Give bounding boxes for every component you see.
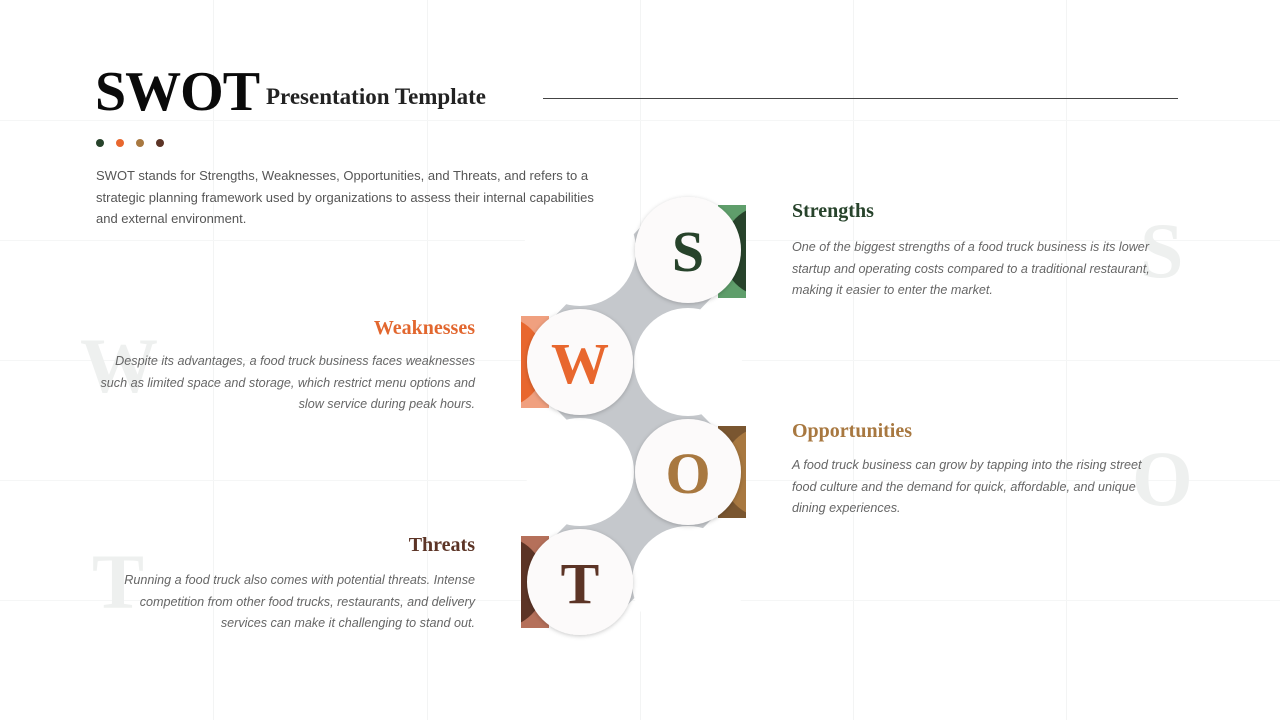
- grid-line: [0, 120, 1280, 121]
- color-dot-brown: [156, 139, 164, 147]
- opportunities-title: Opportunities: [792, 420, 913, 442]
- connector-cutout: [526, 418, 634, 526]
- opportunities-circle: [635, 419, 741, 525]
- connector-cutout: [632, 526, 744, 638]
- connector-cutout: [524, 194, 636, 306]
- intro-paragraph: SWOT stands for Strengths, Weaknesses, O…: [96, 168, 594, 226]
- threats-letter: T: [561, 551, 600, 616]
- opportunities-letter: O: [665, 441, 710, 506]
- watermark-t: T: [92, 538, 145, 625]
- header-divider: [543, 98, 1178, 99]
- strengths-letter: S: [672, 219, 704, 284]
- weaknesses-letter: W: [551, 331, 609, 396]
- weaknesses-circle: [527, 309, 633, 415]
- strengths-circle: [635, 197, 741, 303]
- threats-body: Running a food truck also comes with pot…: [124, 573, 475, 630]
- watermark-o: O: [1132, 435, 1193, 522]
- threats-circle: [527, 529, 633, 635]
- weaknesses-title: Weaknesses: [373, 317, 475, 339]
- page-subtitle: Presentation Template: [266, 84, 486, 109]
- connector-cutout: [634, 308, 742, 416]
- strengths-title: Strengths: [792, 200, 874, 222]
- weaknesses-body: Despite its advantages, a food truck bus…: [100, 354, 475, 411]
- watermark-s: S: [1140, 207, 1184, 294]
- opportunities-body: A food truck business can grow by tappin…: [792, 458, 1142, 515]
- color-dot-orange: [116, 139, 124, 147]
- strengths-body: One of the biggest strengths of a food t…: [792, 240, 1150, 297]
- watermark-w: W: [80, 322, 158, 409]
- threats-title: Threats: [408, 534, 475, 556]
- color-dot-green: [96, 139, 104, 147]
- color-dot-tan: [136, 139, 144, 147]
- connector-band: [530, 215, 738, 618]
- page-title: SWOT: [95, 61, 260, 123]
